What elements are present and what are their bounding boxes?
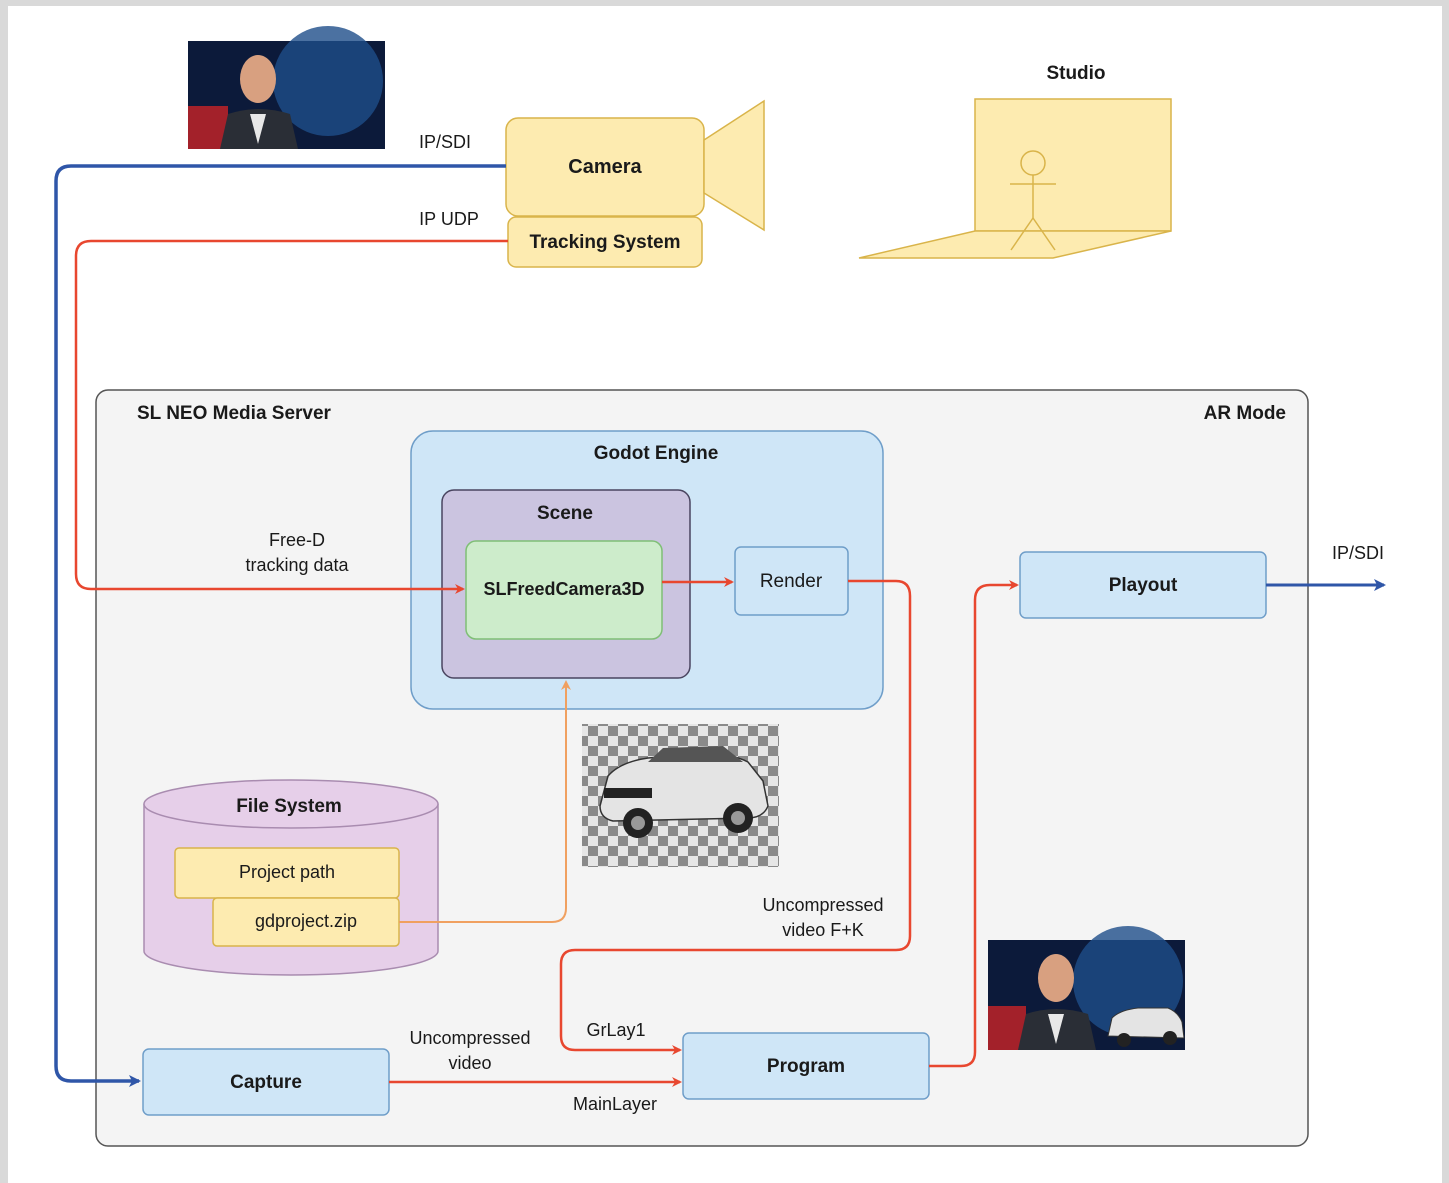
scene-label: Scene	[537, 503, 593, 524]
camera-label: Camera	[568, 156, 642, 178]
slfreedcamera3d-box	[465, 540, 663, 640]
program-to-playout-connector	[929, 580, 1019, 1068]
ar-mode-label: AR Mode	[1204, 403, 1286, 424]
anchor-image	[188, 26, 385, 149]
camera-lens-icon	[703, 99, 765, 232]
studio-label: Studio	[1046, 63, 1105, 84]
capture-label: Capture	[230, 1072, 302, 1093]
car-image	[582, 724, 779, 867]
program-output-image	[988, 926, 1185, 1050]
ip-sdi-output-label: IP/SDI	[1332, 543, 1384, 563]
uncompressed-video-label-line1: Uncompressed	[409, 1028, 530, 1048]
diagram-page: SL NEO Media Server AR Mode Camera Track…	[8, 6, 1442, 1183]
uncompressed-fk-label-line2: video F+K	[782, 920, 864, 940]
slfreedcamera3d-label: SLFreedCamera3D	[483, 579, 644, 599]
render-label: Render	[760, 571, 823, 592]
render-to-program-connector	[559, 579, 912, 1055]
freed-label-line1: Free-D	[269, 530, 325, 550]
ip-sdi-input-connector	[54, 164, 506, 1087]
tracking-data-connector	[74, 239, 508, 594]
ip-udp-label: IP UDP	[419, 209, 479, 229]
person-icon	[1010, 150, 1056, 251]
playout-label: Playout	[1109, 575, 1178, 596]
mainlayer-label: MainLayer	[573, 1094, 657, 1114]
uncompressed-fk-label-line1: Uncompressed	[762, 895, 883, 915]
godot-engine-label: Godot Engine	[594, 443, 719, 464]
studio-icon	[858, 98, 1172, 259]
grlay1-label: GrLay1	[586, 1020, 645, 1040]
uncompressed-video-label-line2: video	[448, 1053, 491, 1073]
project-load-connector	[399, 680, 571, 923]
program-label: Program	[767, 1056, 845, 1077]
media-server-label: SL NEO Media Server	[137, 403, 332, 424]
gdproject-zip-label: gdproject.zip	[255, 911, 357, 931]
freed-label-line2: tracking data	[245, 555, 349, 575]
project-path-label: Project path	[239, 862, 335, 882]
architecture-diagram: SL NEO Media Server AR Mode Camera Track…	[54, 26, 1386, 1147]
file-system-label: File System	[236, 796, 342, 817]
tracking-system-label: Tracking System	[529, 232, 680, 253]
ip-sdi-input-label: IP/SDI	[419, 132, 471, 152]
